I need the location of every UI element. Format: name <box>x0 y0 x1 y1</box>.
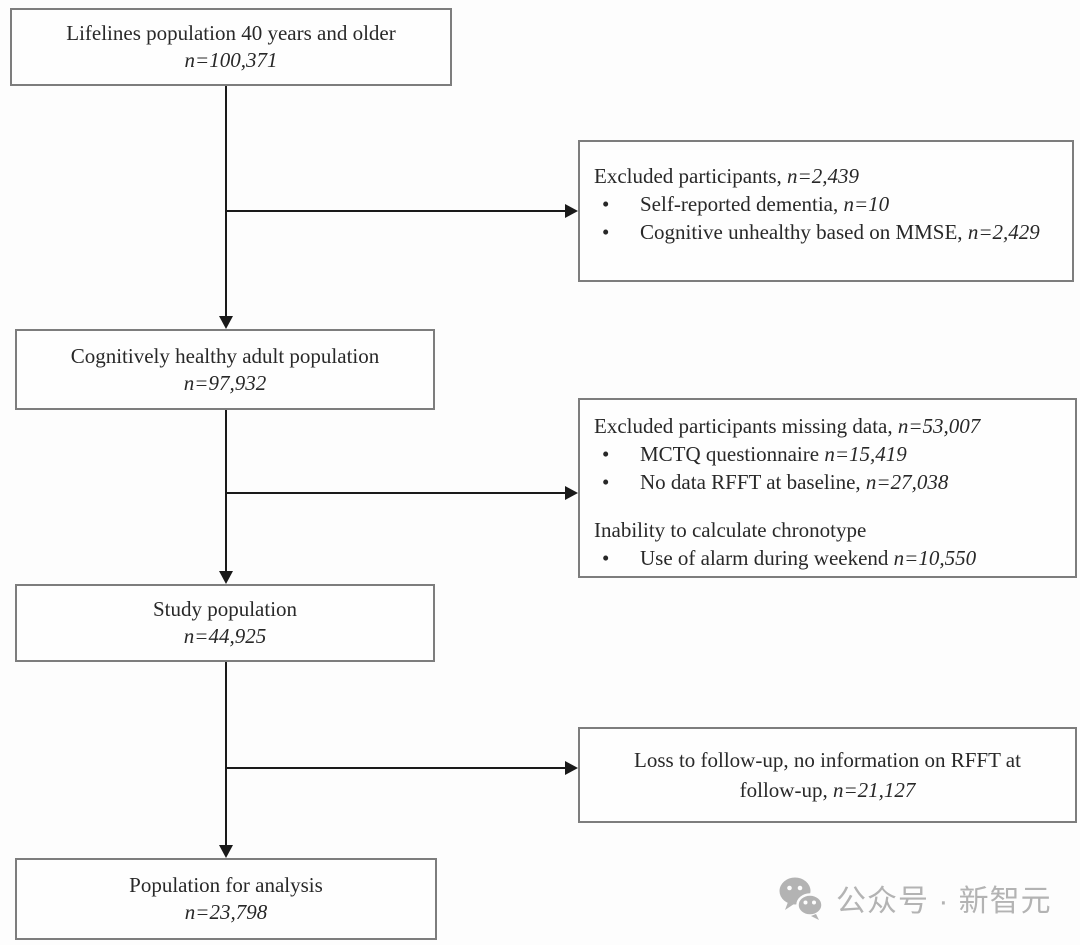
flow-box-population-for-analysis: Population for analysis n=23,798 <box>15 858 437 940</box>
flow-box-lifelines-population: Lifelines population 40 years and older … <box>10 8 452 86</box>
watermark-label: 公众号 · 新智元 <box>836 885 1052 918</box>
connector-horizontal-2 <box>226 492 566 494</box>
exclusion-line1: Loss to follow-up, no information on RFF… <box>634 748 1021 772</box>
bullet-text: Use of alarm during weekend n=10,550 <box>640 544 976 572</box>
bullet-text-part: Use of alarm during weekend <box>640 546 894 570</box>
bullet-icon: • <box>602 470 610 494</box>
box-title: Lifelines population 40 years and older <box>66 21 396 45</box>
arrowhead-down-icon <box>219 845 233 858</box>
bullet-text-part: No data RFFT at baseline, <box>640 470 866 494</box>
flow-box-study-population: Study population n=44,925 <box>15 584 435 662</box>
bullet-text-part: Self-reported dementia, <box>640 192 844 216</box>
bullet-n-part: n=2,429 <box>967 220 1040 244</box>
exclusion-box-loss-to-follow-up: Loss to follow-up, no information on RFF… <box>578 727 1077 823</box>
box-n-value: n=97,932 <box>183 370 267 395</box>
bullet-n-part: n=15,419 <box>824 442 907 466</box>
bullet-n-part: n=10 <box>843 192 890 216</box>
bullet-icon: • <box>602 442 610 466</box>
arrowhead-down-icon <box>219 316 233 329</box>
bullet-text: Self-reported dementia, n=10 <box>640 190 889 218</box>
exclusion-bullet: • Self-reported dementia, n=10 <box>594 190 1060 218</box>
box-n-value: n=23,798 <box>184 900 268 924</box>
exclusion-box-missing-data: Excluded participants missing data, n=53… <box>578 398 1077 578</box>
bullet-text: No data RFFT at baseline, n=27,038 <box>640 468 948 496</box>
arrowhead-right-icon <box>565 761 578 775</box>
exclusion-bullet: • Cognitive unhealthy based on MMSE, n=2… <box>594 218 1060 246</box>
bullet-text: MCTQ questionnaire n=15,419 <box>640 440 907 468</box>
spacer <box>594 496 1063 516</box>
bullet-text-part: MCTQ questionnaire <box>640 442 825 466</box>
box-title: Study population <box>152 597 298 621</box>
connector-horizontal-1 <box>226 210 566 212</box>
exclusion-line2-n: n=21,127 <box>832 778 916 802</box>
bullet-n-part: n=10,550 <box>893 546 977 570</box>
bullet-n-part: n=27,038 <box>865 470 949 494</box>
arrowhead-down-icon <box>219 571 233 584</box>
box-n-value: n=44,925 <box>183 624 267 648</box>
connector-vertical-3 <box>225 662 227 845</box>
exclusion-bullet: • MCTQ questionnaire n=15,419 <box>594 440 1063 468</box>
wechat-logo-icon <box>779 877 824 920</box>
box-title: Cognitively healthy adult population <box>70 343 380 368</box>
bullet-icon: • <box>602 220 610 244</box>
exclusion-heading-text: Excluded participants missing data, <box>594 414 898 438</box>
exclusion-line2: follow-up, n=21,127 <box>740 775 916 805</box>
bullet-text: Cognitive unhealthy based on MMSE, n=2,4… <box>640 218 1040 246</box>
connector-horizontal-3 <box>226 767 566 769</box>
exclusion-bullet: • No data RFFT at baseline, n=27,038 <box>594 468 1063 496</box>
exclusion-bullet: • Use of alarm during weekend n=10,550 <box>594 544 1063 572</box>
arrowhead-right-icon <box>565 204 578 218</box>
exclusion-heading-n: n=2,439 <box>787 164 859 188</box>
connector-vertical-2 <box>225 410 227 571</box>
watermark: 公众号 · 新智元 <box>778 876 1052 920</box>
exclusion-box-baseline: Excluded participants, n=2,439 • Self-re… <box>578 140 1074 282</box>
exclusion-subheading: Inability to calculate chronotype <box>594 518 867 542</box>
exclusion-heading: Excluded participants missing data, n=53… <box>594 412 1063 440</box>
bullet-text-part: Cognitive unhealthy based on MMSE, <box>640 220 968 244</box>
box-title: Population for analysis <box>129 873 323 897</box>
exclusion-heading: Excluded participants, n=2,439 <box>594 162 1060 190</box>
box-n-value: n=100,371 <box>184 48 278 72</box>
arrowhead-right-icon <box>565 486 578 500</box>
connector-vertical-1 <box>225 86 227 316</box>
bullet-icon: • <box>602 192 610 216</box>
bullet-icon: • <box>602 546 610 570</box>
exclusion-line2-text: follow-up, <box>739 778 833 802</box>
flow-box-cognitively-healthy: Cognitively healthy adult population n=9… <box>15 329 435 410</box>
exclusion-heading-text: Excluded participants, <box>594 164 788 188</box>
exclusion-heading-n: n=53,007 <box>897 414 981 438</box>
